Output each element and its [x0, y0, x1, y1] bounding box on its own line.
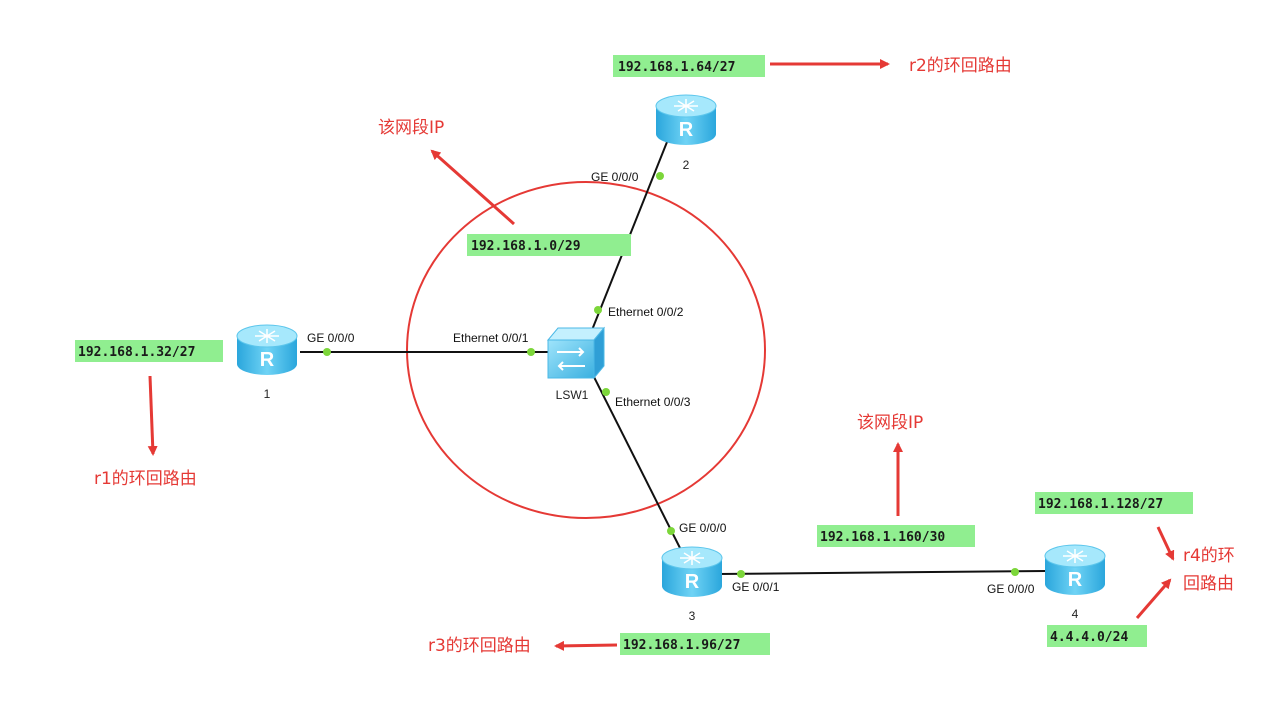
port-dot-r1-ge000	[323, 348, 331, 356]
ip-label-r4-loopback-2: 4.4.4.0/24	[1047, 625, 1147, 647]
device-label-r2: 2	[683, 158, 690, 172]
ip-label-r2-loopback: 192.168.1.64/27	[613, 55, 765, 77]
ip-label-r1-loopback: 192.168.1.32/27	[75, 340, 223, 362]
port-label-r3-ge000: GE 0/0/0	[679, 521, 727, 535]
arrow-r4-loopback-up	[1156, 526, 1175, 561]
ip-label-lan-segment: 192.168.1.0/29	[467, 234, 631, 256]
svg-text:R: R	[679, 119, 694, 141]
port-dot-r2-ge000	[656, 172, 664, 180]
port-dot-r3-ge001	[737, 570, 745, 578]
annotation-lan-segment: 该网段IP	[378, 118, 444, 138]
svg-text:192.168.1.160/30: 192.168.1.160/30	[820, 530, 945, 545]
port-dot-r3-ge000	[667, 527, 675, 535]
svg-text:R: R	[685, 571, 700, 593]
router-icon: R	[236, 324, 298, 375]
annotation-r4-loopback-line1: r4的环	[1183, 546, 1235, 566]
device-label-lsw1: LSW1	[556, 388, 589, 402]
annotation-r4-loopback-line2: 回路由	[1183, 574, 1234, 594]
svg-text:4.4.4.0/24: 4.4.4.0/24	[1050, 630, 1128, 645]
arrow-r4-loopback-down	[1135, 578, 1172, 619]
port-dot-lsw1-e003	[602, 388, 610, 396]
arrow-lan-segment	[430, 149, 515, 226]
ip-label-p2p-segment: 192.168.1.160/30	[817, 525, 975, 547]
ip-label-r3-loopback: 192.168.1.96/27	[620, 633, 770, 655]
device-label-r3: 3	[689, 609, 696, 623]
port-label-r2-ge000: GE 0/0/0	[591, 170, 639, 184]
switch-icon	[546, 326, 606, 380]
annotation-r1-loopback: r1的环回路由	[94, 469, 197, 489]
port-label-r4-ge000: GE 0/0/0	[987, 582, 1035, 596]
device-label-r4: 4	[1072, 607, 1079, 621]
switch-lsw1[interactable]: LSW1	[546, 326, 606, 402]
router-icon: R	[655, 94, 717, 145]
ip-label-r4-loopback: 192.168.1.128/27	[1035, 492, 1193, 514]
router-icon: R	[661, 546, 723, 597]
arrow-r1-loopback	[147, 375, 158, 456]
svg-text:192.168.1.128/27: 192.168.1.128/27	[1038, 497, 1163, 512]
svg-text:192.168.1.0/29: 192.168.1.0/29	[471, 239, 581, 254]
port-label-lsw1-e002: Ethernet 0/0/2	[608, 305, 684, 319]
link-lsw1-r3	[592, 374, 681, 549]
annotation-r3-loopback: r3的环回路由	[428, 636, 531, 656]
port-label-r1-ge000: GE 0/0/0	[307, 331, 355, 345]
arrow-r3-loopback	[554, 640, 618, 651]
port-label-lsw1-e001: Ethernet 0/0/1	[453, 331, 529, 345]
router-r1[interactable]: R 1	[236, 324, 298, 401]
svg-text:R: R	[260, 349, 275, 371]
port-label-r3-ge001: GE 0/0/1	[732, 580, 780, 594]
svg-text:R: R	[1068, 569, 1083, 591]
router-r3[interactable]: R 3	[661, 546, 723, 623]
router-icon: R	[1044, 544, 1106, 595]
port-label-lsw1-e003: Ethernet 0/0/3	[615, 395, 691, 409]
router-r4[interactable]: R 4	[1044, 544, 1106, 621]
svg-text:192.168.1.96/27: 192.168.1.96/27	[623, 638, 740, 653]
device-label-r1: 1	[264, 387, 271, 401]
link-r3-r4	[717, 570, 1047, 575]
svg-text:192.168.1.64/27: 192.168.1.64/27	[618, 60, 735, 75]
port-dot-lsw1-e002	[594, 306, 602, 314]
lan-segment-highlight-circle	[406, 181, 766, 519]
router-r2[interactable]: R 2	[655, 94, 717, 172]
annotation-p2p-segment: 该网段IP	[857, 413, 923, 433]
port-dot-r4-ge000	[1011, 568, 1019, 576]
port-dot-lsw1-e001	[527, 348, 535, 356]
annotation-r2-loopback: r2的环回路由	[909, 56, 1012, 76]
svg-text:192.168.1.32/27: 192.168.1.32/27	[78, 345, 195, 360]
